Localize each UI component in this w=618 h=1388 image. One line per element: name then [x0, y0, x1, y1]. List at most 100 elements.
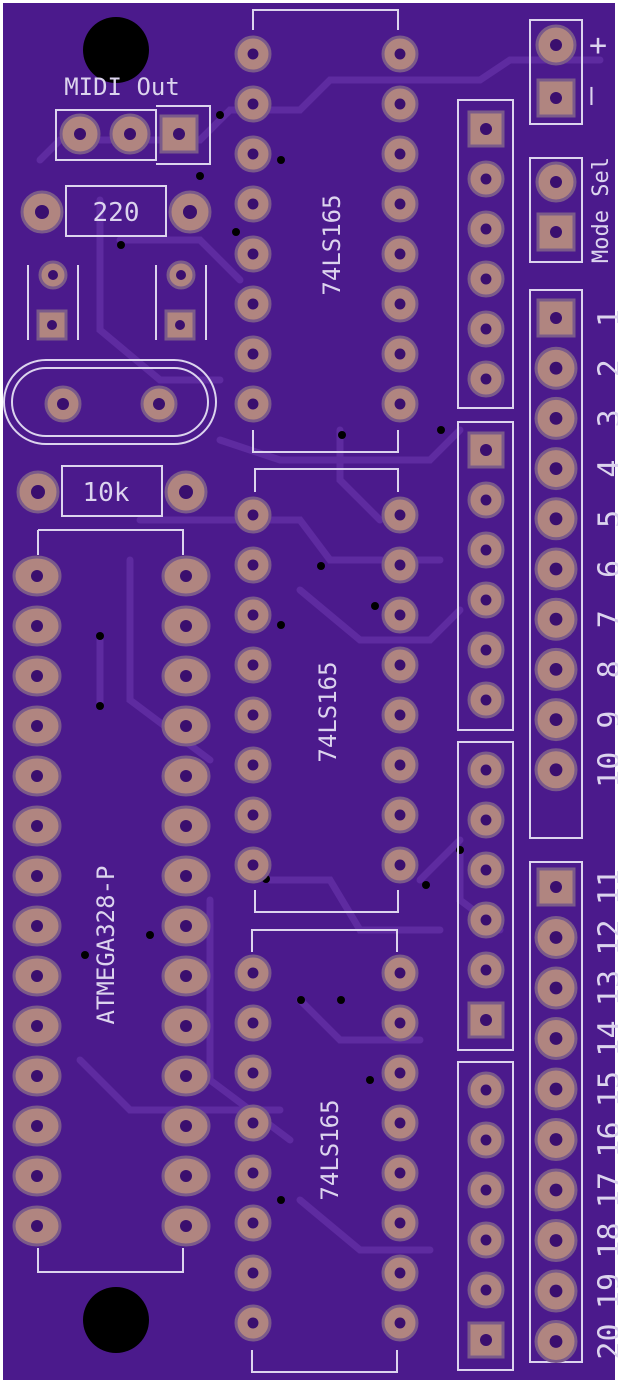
switch-number-7: 7	[593, 610, 618, 628]
atmega-pin-right-14-drill	[180, 1220, 192, 1232]
ic3-pins-right-8-drill	[395, 1318, 406, 1329]
ic1-pins-right-6-drill	[395, 299, 406, 310]
switch-pin-15-drill	[550, 1083, 563, 1096]
atmega-pin-right-2-drill	[180, 620, 192, 632]
ic1-pins-right-5-drill	[395, 249, 406, 260]
header-a-pin-5-drill	[481, 324, 492, 335]
switch-pin-6-drill	[550, 563, 563, 576]
switch-pin-1-drill	[550, 312, 562, 324]
ic3-pins-right-5-drill	[395, 1168, 406, 1179]
ic2-pins-left-4-drill	[248, 660, 259, 671]
atmega-label: ATMEGA328-P	[92, 866, 120, 1025]
ic3-pins-right-1-drill	[395, 968, 406, 979]
ic2-pins-left-5-drill	[248, 710, 259, 721]
r10k-label: 10k	[83, 478, 130, 508]
ic3-pins-left-7-drill	[248, 1268, 259, 1279]
switch-pin-20-drill	[550, 1335, 563, 1348]
switch-pin-8-drill	[550, 663, 563, 676]
switch-number-9: 9	[593, 711, 618, 729]
header-a-pin-4-drill	[481, 274, 492, 285]
switch-pin-17-drill	[550, 1184, 563, 1197]
ic2-pins-left-7-drill	[248, 810, 259, 821]
atmega-pin-right-1-drill	[180, 570, 192, 582]
ic2-pins-right-7-drill	[395, 810, 406, 821]
switch-pin-13-drill	[550, 982, 563, 995]
ic1-pins-right-8-drill	[395, 399, 406, 410]
ic2-pins-right-2-drill	[395, 560, 406, 571]
ic1-pins-left-2-drill	[248, 99, 259, 110]
ic2-pins-left-8-drill	[248, 860, 259, 871]
header-b-pin-1-drill	[480, 444, 492, 456]
switch-number-5: 5	[593, 510, 618, 528]
header-a-pin-3-drill	[481, 224, 492, 235]
atmega-pin-left-4-drill	[31, 720, 43, 732]
ic3-pins-left-5-drill	[248, 1168, 259, 1179]
header-d-pin-5-drill	[481, 1285, 492, 1296]
atmega-pin-left-13-drill	[31, 1170, 43, 1182]
ic3-pins-left-2-drill	[248, 1018, 259, 1029]
switch-number-6: 6	[593, 560, 618, 578]
switch-number-19: 19	[593, 1273, 618, 1309]
ic1-pins-left-4-drill	[248, 199, 259, 210]
ic2-pins-right-6-drill	[395, 760, 406, 771]
atmega-pin-right-9-drill	[180, 970, 192, 982]
header-a-pin-2-drill	[481, 174, 492, 185]
switch-number-17: 17	[593, 1172, 618, 1208]
header-d-pin-4-drill	[481, 1235, 492, 1246]
switch-number-12: 12	[593, 919, 618, 955]
ic3-pins-right-6-drill	[395, 1218, 406, 1229]
header-d-pin-6-drill	[480, 1334, 492, 1346]
atmega-pin-left-8-drill	[31, 920, 43, 932]
r220-label: 220	[93, 198, 140, 228]
ic2-pins-left-1-drill	[248, 510, 259, 521]
ic2-pins-right-8-drill	[395, 860, 406, 871]
ic3-pins-left-6-drill	[248, 1218, 259, 1229]
switch-number-18: 18	[593, 1222, 618, 1258]
switch-pin-3-drill	[550, 412, 563, 425]
switch-number-20: 20	[593, 1323, 618, 1359]
atmega-pin-left-6-drill	[31, 820, 43, 832]
atmega-pin-left-1-drill	[31, 570, 43, 582]
atmega-pin-right-4-drill	[180, 720, 192, 732]
atmega-pin-right-5-drill	[180, 770, 192, 782]
atmega-pin-left-9-drill	[31, 970, 43, 982]
header-c-pin-5-drill	[481, 965, 492, 976]
header-b-pin-6-drill	[481, 695, 492, 706]
ic3-pins-right-3-drill	[395, 1068, 406, 1079]
header-d-pin-2-drill	[481, 1135, 492, 1146]
ic3-pins-left-8-drill	[248, 1318, 259, 1329]
ic2-pins-right-1-drill	[395, 510, 406, 521]
atmega-pin-left-7-drill	[31, 870, 43, 882]
header-c-pin-4-drill	[481, 915, 492, 926]
header-b-pin-5-drill	[481, 645, 492, 656]
ic1-pins-left-1-drill	[248, 49, 259, 60]
switch-number-4: 4	[593, 460, 618, 478]
ic1-pins-left-8-drill	[248, 399, 259, 410]
ic2-label: 74LS165	[314, 661, 342, 762]
ic1-pins-left-5-drill	[248, 249, 259, 260]
ic2-pins-right-3-drill	[395, 610, 406, 621]
ic1-label: 74LS165	[318, 194, 346, 295]
switch-pin-18-drill	[550, 1234, 563, 1247]
switch-pin-11-drill	[550, 881, 562, 893]
ic1-pins-right-2-drill	[395, 99, 406, 110]
ic2-pins-left-3-drill	[248, 610, 259, 621]
switch-number-1: 1	[593, 309, 618, 327]
switch-number-13: 13	[593, 970, 618, 1006]
switch-number-10: 10	[593, 752, 618, 788]
header-c-pin-2-drill	[481, 815, 492, 826]
switch-number-2: 2	[593, 359, 618, 377]
header-c-pin-1-drill	[481, 765, 492, 776]
minus-label: –	[573, 86, 608, 105]
atmega-pin-right-11-drill	[180, 1070, 192, 1082]
header-a-pin-1-drill	[480, 123, 492, 135]
header-d-pin-3-drill	[481, 1185, 492, 1196]
atmega-pin-right-8-drill	[180, 920, 192, 932]
atmega-pin-right-7-drill	[180, 870, 192, 882]
ic1-pins-right-1-drill	[395, 49, 406, 60]
ic2-pins-right-4-drill	[395, 660, 406, 671]
ic2-pins-right-5-drill	[395, 710, 406, 721]
switch-pin-16-drill	[550, 1133, 563, 1146]
switch-number-11: 11	[593, 869, 618, 905]
plus-label: +	[589, 28, 607, 63]
